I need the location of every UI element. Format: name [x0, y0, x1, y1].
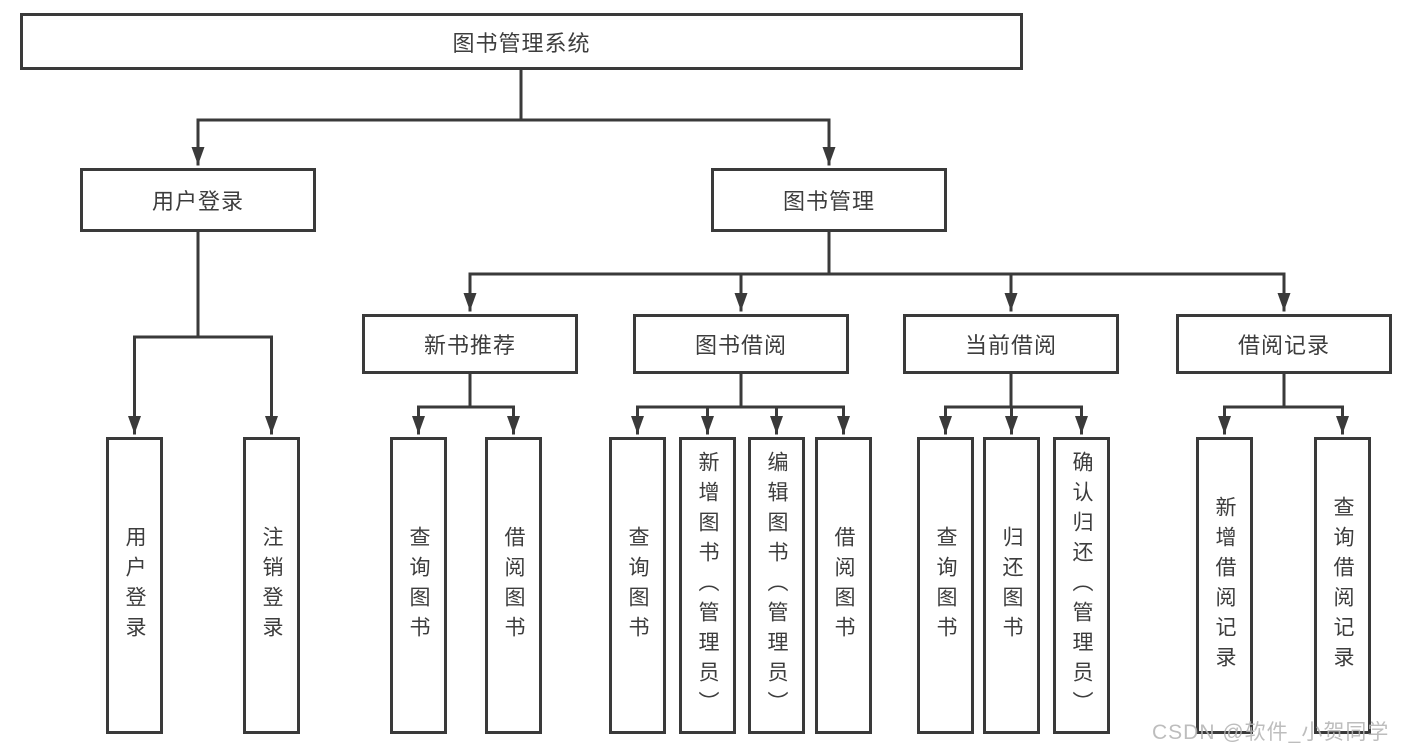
node-new-book-recommend: 新书推荐 [362, 314, 578, 374]
leaf-nb-query-book: 查询图书 [390, 437, 447, 734]
leaf-bb-edit-book-admin: 编辑图书（管理员） [748, 437, 805, 734]
node-current-borrow: 当前借阅 [903, 314, 1119, 374]
node-book-borrow: 图书借阅 [633, 314, 849, 374]
leaf-cb-query-book: 查询图书 [917, 437, 974, 734]
leaf-label: 新增借阅记录 [1213, 495, 1236, 676]
connector-root-junction [196, 68, 831, 122]
leaf-logout: 注销登录 [243, 437, 300, 734]
leaf-cb-return-book: 归还图书 [983, 437, 1040, 734]
node-user-login: 用户登录 [80, 168, 316, 232]
leaf-bb-query-book: 查询图书 [609, 437, 666, 734]
node-label: 图书借阅 [694, 333, 787, 358]
node-label: 用户登录 [151, 189, 244, 214]
node-label: 借阅记录 [1237, 333, 1330, 358]
node-book-management: 图书管理 [711, 168, 947, 232]
leaf-br-query-record: 查询借阅记录 [1314, 437, 1371, 734]
connector-book-borrow-junction [636, 372, 845, 409]
node-label: 当前借阅 [964, 333, 1057, 358]
leaf-label: 查询图书 [934, 525, 957, 646]
leaf-label: 新增图书（管理员） [696, 450, 719, 721]
leaf-user-login: 用户登录 [106, 437, 163, 734]
node-borrow-records: 借阅记录 [1176, 314, 1392, 374]
connector-borrow-records-junction [1223, 372, 1344, 409]
connector-book-mgmt-junction [468, 230, 1286, 276]
leaf-nb-borrow-book: 借阅图书 [485, 437, 542, 734]
node-label: 新书推荐 [423, 333, 516, 358]
csdn-watermark: CSDN @软件_小贺同学 [1152, 721, 1390, 744]
leaf-label: 查询图书 [626, 525, 649, 646]
leaf-cb-confirm-return-admin: 确认归还（管理员） [1053, 437, 1110, 734]
leaf-label: 借阅图书 [502, 525, 525, 646]
leaf-label: 归还图书 [1000, 525, 1023, 646]
leaf-label: 查询借阅记录 [1331, 495, 1354, 676]
leaf-bb-borrow-book: 借阅图书 [815, 437, 872, 734]
connector-new-book-junction [417, 372, 515, 409]
connector-current-borrow-junction [944, 372, 1083, 409]
leaf-label: 注销登录 [260, 525, 283, 646]
node-label: 图书管理 [782, 189, 875, 214]
leaf-label: 编辑图书（管理员） [765, 450, 788, 721]
leaf-bb-add-book-admin: 新增图书（管理员） [679, 437, 736, 734]
leaf-label: 借阅图书 [832, 525, 855, 646]
leaf-label: 用户登录 [123, 525, 146, 646]
leaf-br-add-record: 新增借阅记录 [1196, 437, 1253, 734]
node-label: 图书管理系统 [452, 30, 591, 56]
node-library-management-system: 图书管理系统 [20, 13, 1023, 70]
leaf-label: 查询图书 [407, 525, 430, 646]
leaf-label: 确认归还（管理员） [1070, 450, 1093, 721]
connector-user-login-junction [133, 230, 273, 339]
